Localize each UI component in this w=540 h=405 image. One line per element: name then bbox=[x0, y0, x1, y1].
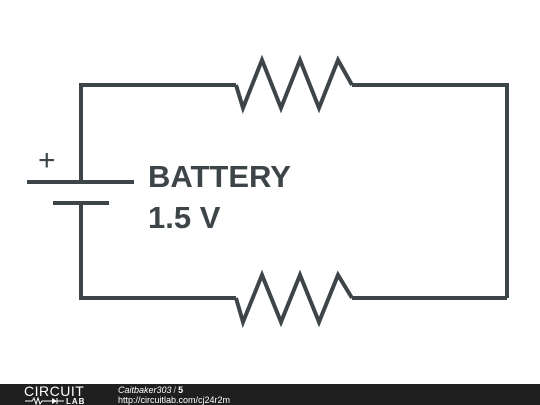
top-wire-right bbox=[352, 83, 509, 298]
author-line: Caitbaker303/5 bbox=[118, 385, 183, 395]
battery-plus-sign: + bbox=[38, 144, 56, 177]
bottom-resistor bbox=[234, 269, 354, 329]
battery-voltage-label: 1.5 V bbox=[148, 200, 221, 235]
circuit-count: 5 bbox=[178, 385, 184, 395]
logo-main-text: CIRCUIT bbox=[24, 384, 84, 399]
logo-sub-text: LAB bbox=[66, 397, 85, 405]
footer-bar: CIRCUIT LAB Caitbaker303/5 http://circui… bbox=[0, 384, 540, 405]
author-name[interactable]: Caitbaker303 bbox=[118, 385, 172, 395]
circuit-url-link[interactable]: http://circuitlab.com/cj24r2m bbox=[118, 395, 231, 405]
logo-resistor-icon bbox=[25, 396, 52, 405]
top-wire-left bbox=[79, 83, 236, 162]
battery-name-label: BATTERY bbox=[148, 159, 291, 194]
logo-diode-icon bbox=[52, 398, 57, 404]
author-separator: / bbox=[173, 385, 177, 395]
circuit-schematic: + BATTERY 1.5 V bbox=[27, 54, 509, 329]
top-resistor bbox=[234, 54, 354, 115]
bottom-wire-left bbox=[79, 203, 236, 300]
circuitlab-logo: CIRCUIT LAB bbox=[24, 384, 85, 405]
